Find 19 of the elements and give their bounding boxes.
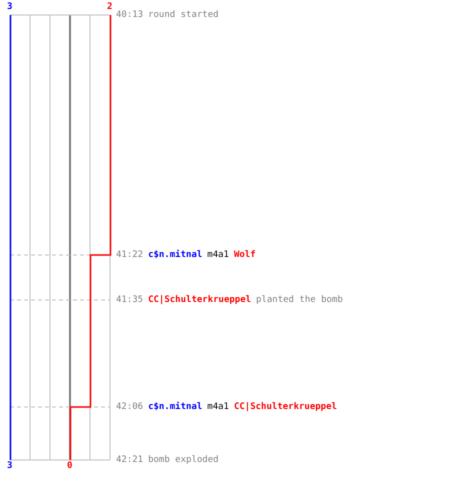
event-text: bomb exploded — [148, 455, 219, 465]
team-count: 2 — [107, 2, 112, 12]
weapon-name: m4a1 — [207, 402, 229, 412]
timestamp: 40:13 — [116, 10, 144, 20]
team-count: 3 — [7, 2, 12, 12]
team-count: 3 — [7, 461, 12, 471]
event-text: round started — [148, 10, 219, 20]
timestamp: 41:35 — [116, 295, 144, 305]
timestamp: 41:22 — [116, 250, 144, 260]
player-name: c$n.mitnal — [148, 402, 202, 412]
event-text: planted the bomb — [256, 295, 343, 305]
player-name: CC|Schulterkrueppel — [234, 402, 337, 412]
player-name: CC|Schulterkrueppel — [148, 295, 252, 305]
player-name: Wolf — [234, 250, 256, 260]
timestamp: 42:06 — [116, 402, 144, 412]
timestamp: 42:21 — [116, 455, 144, 465]
weapon-name: m4a1 — [207, 250, 229, 260]
team-count: 0 — [67, 461, 72, 471]
player-name: c$n.mitnal — [148, 250, 202, 260]
